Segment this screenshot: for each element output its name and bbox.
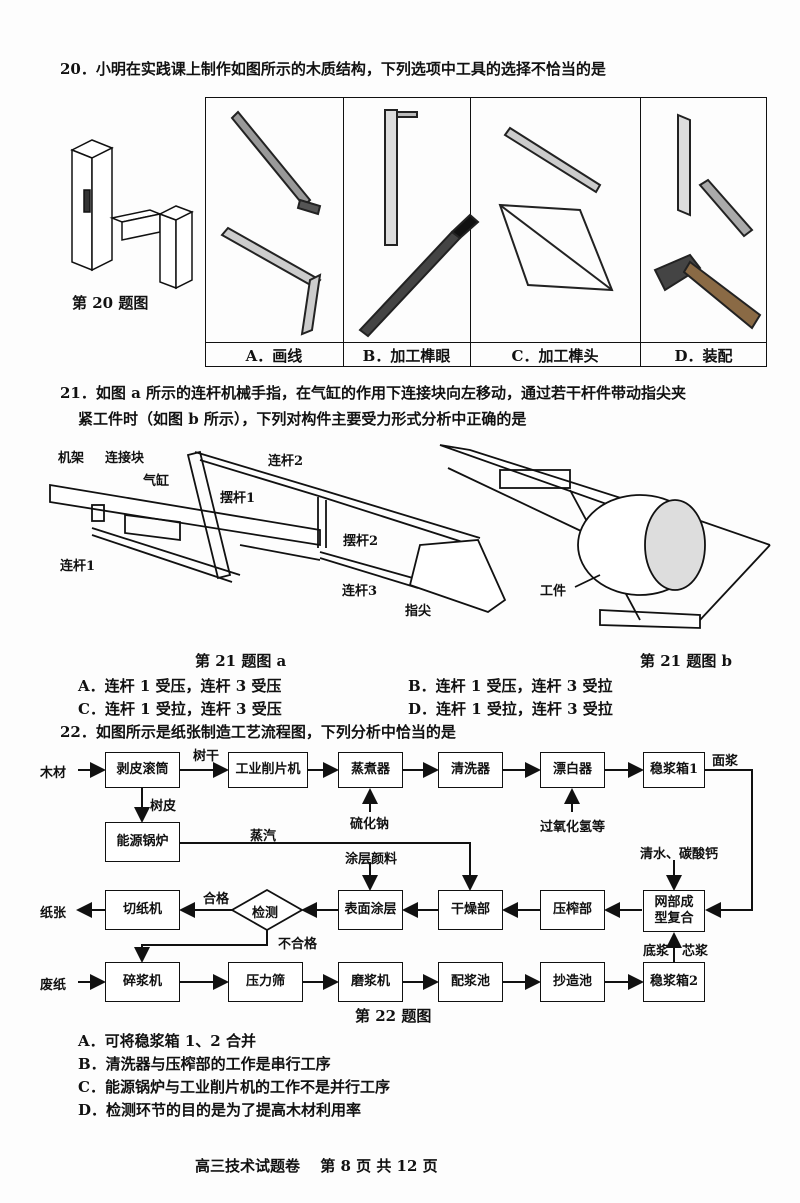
q22-option-a: A．可将稳浆箱 1、2 合并: [78, 1032, 256, 1050]
q20-tool-images: [220, 109, 762, 338]
flow-arrows: [76, 762, 753, 990]
q21-stem-line1: 21．如图 a 所示的连杆机械手指，在气缸的作用下连接块向左移动，通过若干杆件带…: [60, 384, 687, 402]
flow-node: 干燥部: [438, 890, 503, 930]
edge-label: 面浆: [712, 754, 739, 769]
label-tip: 指尖: [405, 604, 432, 619]
q22-option-c: C．能源锅炉与工业削片机的工作不是并行工序: [78, 1078, 390, 1096]
q20-option-b: B．加工榫眼: [362, 347, 451, 365]
label-swing2: 摆杆2: [343, 534, 379, 549]
edge-label: 芯浆: [682, 944, 709, 959]
q21-option-b: B．连杆 1 受压，连杆 3 受拉: [408, 677, 613, 695]
label-frame: 机架: [58, 451, 85, 466]
flow-output-paper: 纸张: [40, 906, 67, 921]
q20-option-a: A．画线: [245, 347, 303, 365]
flow-node: 表面涂层: [338, 890, 403, 930]
q22-caption: 第 22 题图: [355, 1007, 432, 1025]
q21-option-d: D．连杆 1 受拉，连杆 3 受拉: [408, 700, 613, 718]
edge-label: 涂层颜料: [345, 852, 398, 867]
label-rod2: 连杆2: [268, 454, 304, 469]
q20-figure-caption: 第 20 题图: [72, 294, 149, 312]
flow-node: 工业削片机: [228, 752, 308, 788]
flow-node: 抄造池: [540, 962, 605, 1002]
q21-option-c: C．连杆 1 受拉，连杆 3 受压: [78, 700, 282, 718]
flow-input-waste-paper: 废纸: [40, 978, 67, 993]
flow-node-inspection-diamond: [230, 888, 304, 932]
flow-node: 稳浆箱1: [643, 752, 705, 788]
flow-node: 能源锅炉: [105, 822, 180, 862]
flow-node: 清洗器: [438, 752, 503, 788]
saw-icon: [498, 126, 614, 292]
edge-label: 不合格: [278, 937, 318, 952]
edge-label: 底浆: [643, 944, 670, 959]
q21-finger-mechanism: [49, 444, 771, 629]
flow-node: 网部成型复合: [643, 890, 705, 932]
edge-label: 树皮: [150, 799, 177, 814]
edge-label: 过氧化氢等: [540, 820, 606, 835]
edge-label: 树干: [193, 749, 220, 764]
q20-option-d: D．装配: [674, 347, 733, 365]
label-workpiece: 工件: [540, 584, 567, 599]
flow-node: 切纸机: [105, 890, 180, 930]
q20-option-c: C．加工榫头: [511, 347, 599, 365]
flow-node: 漂白器: [540, 752, 605, 788]
q21-caption-b: 第 21 题图 b: [640, 652, 733, 670]
label-rod3: 连杆3: [342, 584, 378, 599]
chisel-file-icon: [358, 109, 480, 338]
q21-option-a: A．连杆 1 受压，连杆 3 受压: [78, 677, 282, 695]
page-footer: 高三技术试题卷 第 8 页 共 12 页: [195, 1157, 438, 1175]
flow-node-inspection: 检测: [252, 906, 279, 921]
flow-node: 稳浆箱2: [643, 962, 705, 1002]
label-connecting-block: 连接块: [105, 451, 145, 466]
q21-caption-a: 第 21 题图 a: [195, 652, 287, 670]
flow-node: 磨浆机: [338, 962, 403, 1002]
flow-node: 剥皮滚筒: [105, 752, 180, 788]
flow-node: 压力筛: [228, 962, 303, 1002]
try-square-icon: [220, 110, 322, 336]
label-cylinder: 气缸: [143, 474, 170, 489]
q22-stem: 22．如图所示是纸张制造工艺流程图，下列分析中恰当的是: [60, 723, 456, 741]
q22-option-b: B．清洗器与压榨部的工作是串行工序: [78, 1055, 331, 1073]
flow-node: 蒸煮器: [338, 752, 403, 788]
label-swing1: 摆杆1: [220, 491, 256, 506]
edge-label: 蒸汽: [250, 829, 277, 844]
edge-label: 硫化钠: [350, 817, 390, 832]
edge-label: 合格: [203, 892, 230, 907]
edge-label: 清水、碳酸钙: [640, 847, 719, 862]
q20-stem: 20．小明在实践课上制作如图所示的木质结构，下列选项中工具的选择不恰当的是: [60, 60, 606, 78]
q20-joint-figure: [70, 139, 194, 290]
q20-options-table: [205, 97, 767, 367]
q22-option-d: D．检测环节的目的是为了提高木材利用率: [78, 1101, 362, 1119]
flow-input-wood: 木材: [40, 766, 67, 781]
flow-node: 碎浆机: [105, 962, 180, 1002]
label-rod1: 连杆1: [60, 559, 96, 574]
flow-node: 配浆池: [438, 962, 503, 1002]
q21-stem-line2: 紧工件时（如图 b 所示），下列对构件主要受力形式分析中正确的是: [78, 410, 527, 428]
flow-node: 压榨部: [540, 890, 605, 930]
hammer-icon: [653, 113, 762, 330]
